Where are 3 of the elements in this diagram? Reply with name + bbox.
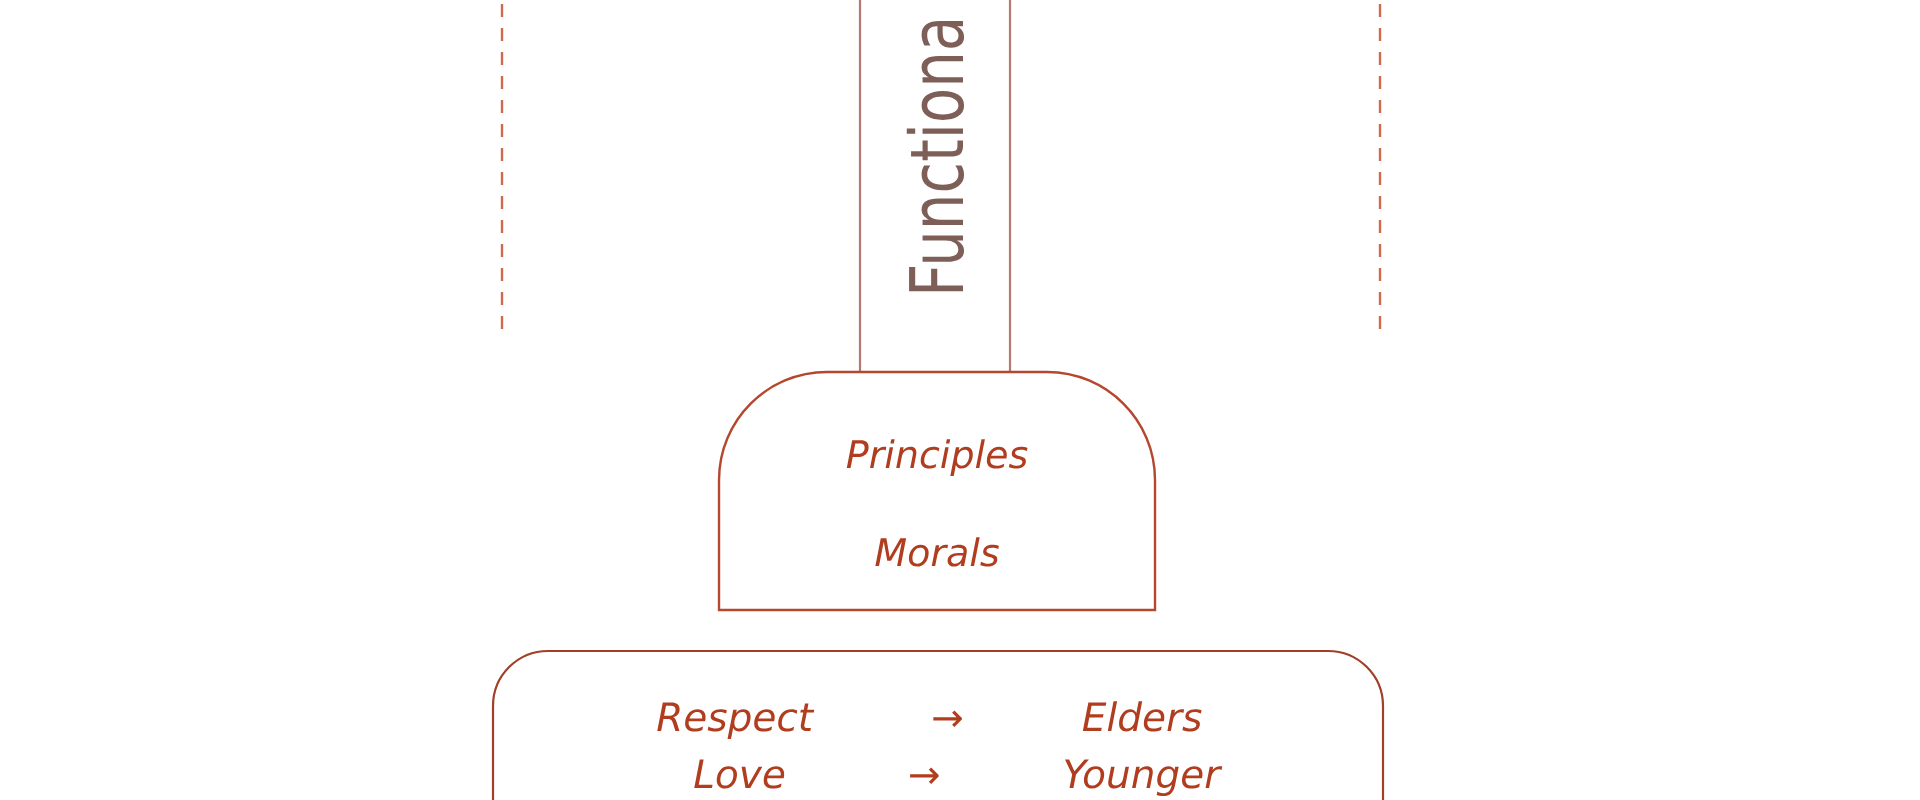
arch-box: Principles Morals — [717, 370, 1157, 612]
rounded-box: Respect → Elders Love → Younger — [491, 649, 1385, 800]
pillar-box: Functiona — [858, 0, 1012, 372]
